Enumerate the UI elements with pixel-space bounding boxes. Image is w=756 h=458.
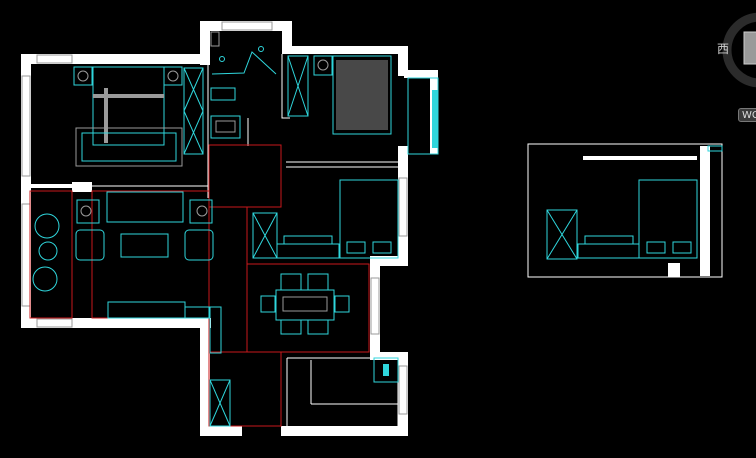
storage-cabinets — [209, 357, 399, 427]
master-bedroom-furniture — [73, 66, 204, 167]
interior-walls — [31, 30, 399, 426]
walls — [21, 21, 438, 436]
zone-outlines — [29, 144, 370, 427]
second-bedroom-furniture — [313, 55, 392, 135]
third-bedroom-furniture — [252, 179, 399, 259]
detail-inset-plan — [527, 143, 723, 278]
ucs-menu-button[interactable]: WCS — [738, 108, 756, 122]
viewcube-face[interactable] — [743, 31, 756, 65]
dining-furniture — [260, 273, 350, 335]
living-room-furniture — [32, 191, 222, 354]
viewcube[interactable] — [722, 12, 756, 88]
viewcube-west-label[interactable]: 西 — [717, 42, 730, 56]
bathroom-fixtures — [210, 31, 309, 139]
